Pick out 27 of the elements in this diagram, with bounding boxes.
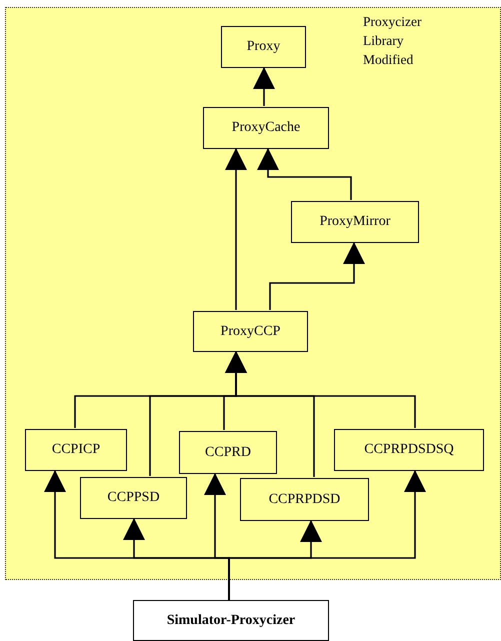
class-box [133,600,329,641]
class-box [193,311,308,352]
class-box [221,26,306,68]
class-box [203,107,329,149]
class-box [80,477,187,519]
region-heading: Proxycizer Library Modified [363,13,422,69]
class-name: CCPICP [52,442,100,458]
class-name: CCPRPDSD [268,492,340,508]
class-name: ProxyCCP [220,324,280,340]
class-name: CCPPSD [107,490,160,506]
class-name: ProxyMirror [320,214,390,230]
class-name: ProxyCache [232,120,300,136]
class-box [25,429,127,471]
class-box [291,201,419,243]
inheritance-arrow [269,242,365,310]
class-name: Proxy [246,39,280,55]
class-box [179,431,277,474]
class-name: CCPRPDSDSQ [364,442,454,458]
class-box [334,429,484,471]
library-region [5,7,501,580]
class-name: CCPRD [205,444,251,460]
inheritance-arrow [253,67,275,106]
inheritance-arrow [225,351,416,428]
class-box [240,478,369,521]
inheritance-arrow [225,148,247,310]
inheritance-arrow [257,148,352,200]
class-name: Simulator-Proxycizer [166,612,296,628]
